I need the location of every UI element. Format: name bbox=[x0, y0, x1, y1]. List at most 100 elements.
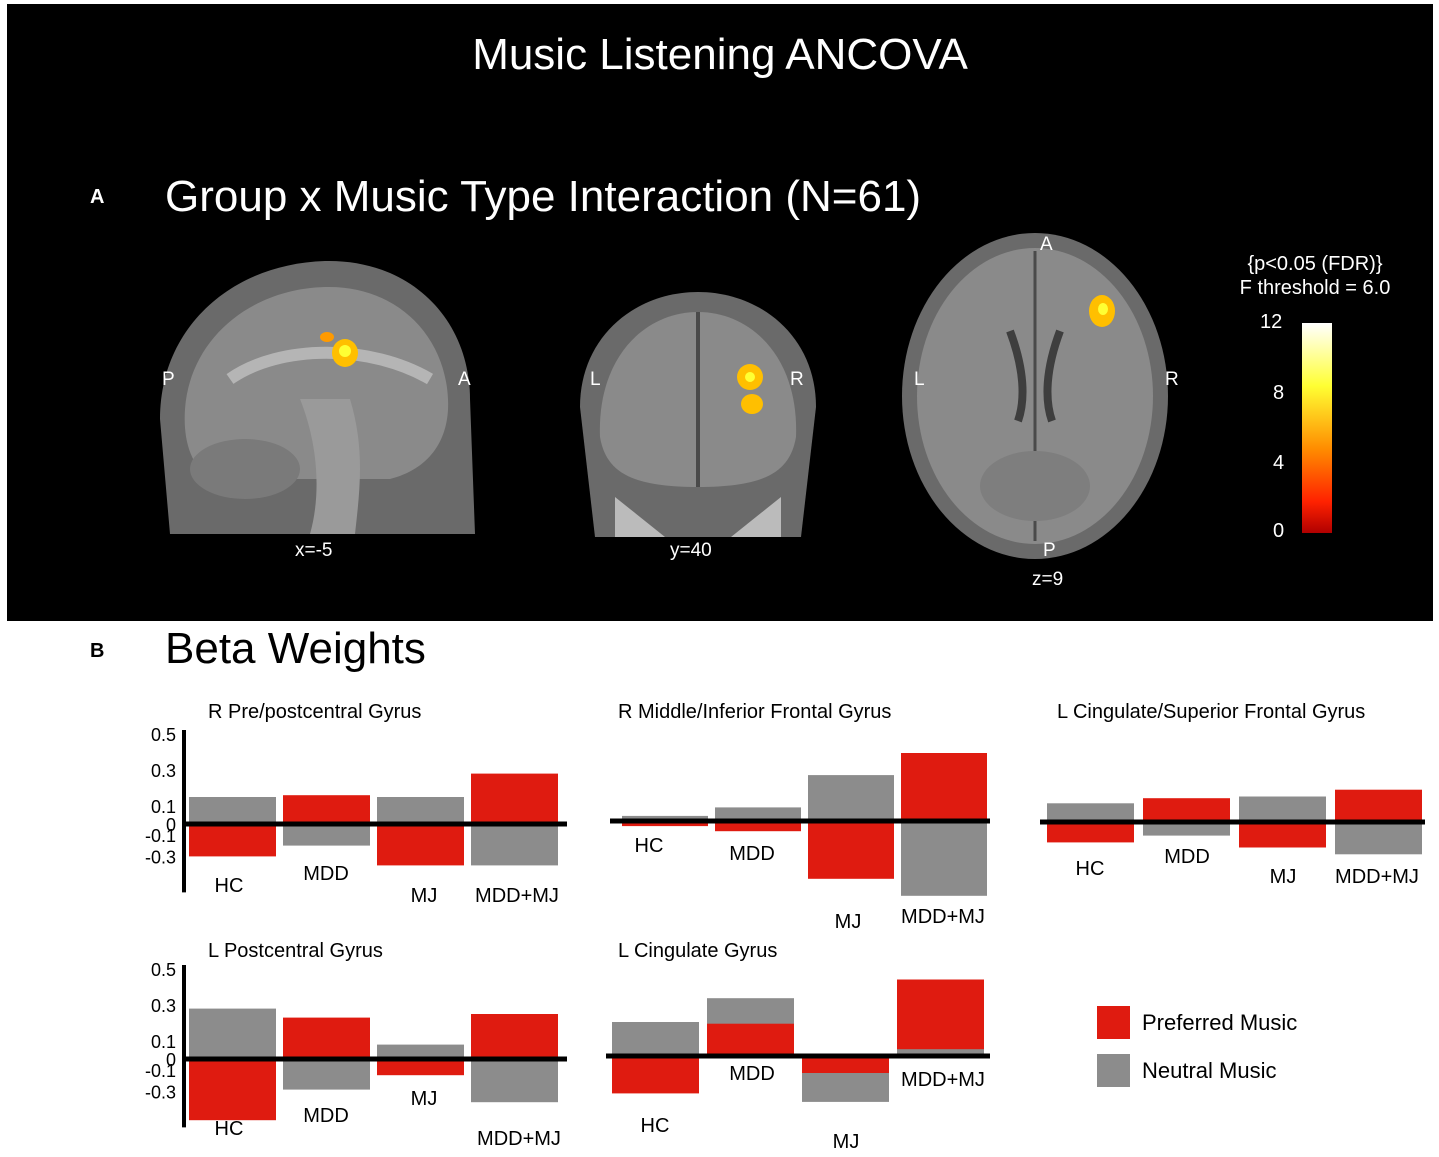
colorbar-caption-line2: F threshold = 6.0 bbox=[1239, 277, 1391, 299]
chart5-preferred-bar-mdd-mj bbox=[897, 979, 984, 1056]
legend-neutral-swatch bbox=[1097, 1054, 1130, 1087]
chart5-neutral-bar-hc bbox=[612, 1022, 699, 1056]
axial-coordinate: z=9 bbox=[1032, 569, 1064, 590]
axial-top-label: A bbox=[1040, 234, 1053, 255]
axial-activation-cluster bbox=[1089, 295, 1115, 327]
chart1-title: R Pre/postcentral Gyrus bbox=[208, 701, 421, 723]
panel-a-letter: A bbox=[90, 186, 105, 208]
chart2-neutral-bar-mj bbox=[808, 775, 894, 821]
coronal-activation-cluster bbox=[737, 364, 763, 414]
chart5-preferred-bar-mdd bbox=[707, 1023, 794, 1056]
panel-a-background: Music Listening ANCOVA A Group x Music T… bbox=[7, 4, 1433, 621]
chart1-preferred-bar-mdd-mj bbox=[471, 773, 558, 824]
chart1-category-label: HC bbox=[215, 875, 244, 897]
chart1-category-label: MDD+MJ bbox=[475, 885, 559, 907]
chart4-category-label: MDD+MJ bbox=[477, 1128, 561, 1150]
axial-right-label: R bbox=[1165, 369, 1179, 390]
colorbar-caption-line1: {p<0.05 (FDR)} bbox=[1247, 253, 1383, 275]
coronal-right-label: R bbox=[790, 369, 804, 390]
colorbar-caption: {p<0.05 (FDR)} F threshold = 6.0 bbox=[1205, 252, 1425, 300]
chart1-preferred-bar-mdd bbox=[283, 795, 370, 824]
chart5-preferred-bar-mj bbox=[802, 1056, 889, 1073]
chart4-ytick-label: -0.3 bbox=[145, 1082, 176, 1102]
axial-left-label: L bbox=[914, 369, 925, 390]
chart5-category-label: MJ bbox=[833, 1131, 860, 1153]
chart1-preferred-bar-mj bbox=[377, 824, 464, 866]
chart4-preferred-bar-hc bbox=[189, 1059, 276, 1121]
chart4-ytick-label: 0.5 bbox=[151, 960, 176, 980]
chart3-preferred-bar-mj bbox=[1239, 822, 1326, 848]
chart3-neutral-bar-mdd-mj bbox=[1335, 822, 1422, 855]
chart4-preferred-bar-mdd-mj bbox=[471, 1014, 558, 1059]
chart3-preferred-bar-mdd bbox=[1143, 798, 1230, 822]
colorbar-tick-12: 12 bbox=[1260, 311, 1283, 333]
sagittal-brain-slice bbox=[160, 260, 475, 534]
chart1-ytick-label: 0.3 bbox=[151, 761, 176, 781]
chart3-title: L Cingulate/Superior Frontal Gyrus bbox=[1057, 701, 1365, 723]
chart3-neutral-bar-mdd bbox=[1143, 822, 1230, 836]
chart1-neutral-bar-mdd-mj bbox=[471, 824, 558, 866]
chart4-neutral-bar-hc bbox=[189, 1008, 276, 1059]
chart4-category-label: MDD bbox=[303, 1105, 349, 1127]
colorbar-tick-8: 8 bbox=[1273, 382, 1285, 404]
chart1-neutral-bar-mj bbox=[377, 797, 464, 824]
chart2-neutral-bar-mdd bbox=[715, 807, 801, 821]
chart3-neutral-bar-mj bbox=[1239, 796, 1326, 822]
chart3-category-label: MDD bbox=[1164, 846, 1210, 868]
chart1-neutral-bar-hc bbox=[189, 797, 276, 824]
chart3-preferred-bar-mdd-mj bbox=[1335, 789, 1422, 822]
axial-bottom-label: P bbox=[1043, 540, 1056, 561]
chart1-preferred-bar-hc bbox=[189, 824, 276, 857]
chart4-ytick-label: 0.3 bbox=[151, 996, 176, 1016]
sagittal-activation-cluster bbox=[320, 332, 358, 367]
legend-neutral-label: Neutral Music bbox=[1142, 1058, 1277, 1083]
chart3-category-label: MDD+MJ bbox=[1335, 866, 1419, 888]
chart2-category-label: MDD+MJ bbox=[901, 906, 985, 928]
chart4-ytick-label: 0.1 bbox=[151, 1032, 176, 1052]
panel-a-title: Group x Music Type Interaction (N=61) bbox=[165, 172, 922, 221]
chart2-category-label: MDD bbox=[729, 843, 775, 865]
chart3-category-label: HC bbox=[1076, 858, 1105, 880]
chart2-neutral-bar-hc bbox=[622, 815, 708, 821]
chart2-preferred-bar-mj bbox=[808, 821, 894, 879]
chart4-title: L Postcentral Gyrus bbox=[208, 940, 383, 962]
chart1-ytick-label: 0.5 bbox=[151, 725, 176, 745]
chart4-category-label: MJ bbox=[411, 1088, 438, 1110]
chart1-category-label: MDD bbox=[303, 863, 349, 885]
coronal-left-label: L bbox=[590, 369, 601, 390]
chart2-neutral-bar-mdd-mj bbox=[901, 821, 987, 896]
figure-title: Music Listening ANCOVA bbox=[472, 30, 968, 79]
legend-preferred-swatch bbox=[1097, 1006, 1130, 1039]
panel-b-letter: B bbox=[90, 640, 105, 662]
colorbar-tick-0: 0 bbox=[1273, 520, 1285, 542]
chart3-preferred-bar-hc bbox=[1047, 822, 1134, 843]
chart2-category-label: HC bbox=[635, 835, 664, 857]
colorbar-tick-4: 4 bbox=[1273, 452, 1285, 474]
chart1-ytick-label: 0 bbox=[166, 815, 176, 835]
chart3-neutral-bar-hc bbox=[1047, 803, 1134, 822]
chart4-neutral-bar-mdd-mj bbox=[471, 1059, 558, 1103]
chart1-ytick-label: -0.3 bbox=[145, 847, 176, 867]
chart5-preferred-bar-hc bbox=[612, 1056, 699, 1094]
sagittal-left-label: P bbox=[162, 369, 175, 390]
chart5-neutral-bar-mdd-mj bbox=[897, 1049, 984, 1056]
chart5-category-label: HC bbox=[641, 1115, 670, 1137]
chart2-preferred-bar-mdd bbox=[715, 821, 801, 832]
chart2-preferred-bar-mdd-mj bbox=[901, 753, 987, 821]
chart4-neutral-bar-mdd bbox=[283, 1059, 370, 1090]
sagittal-coordinate: x=-5 bbox=[295, 540, 333, 561]
chart2-category-label: MJ bbox=[835, 911, 862, 933]
chart4-preferred-bar-mdd bbox=[283, 1017, 370, 1059]
coronal-brain-slice bbox=[580, 292, 816, 537]
chart4-ytick-label: 0 bbox=[166, 1050, 176, 1070]
colorbar-gradient bbox=[1302, 323, 1332, 533]
chart4-ytick-label: -0.1 bbox=[145, 1061, 176, 1081]
panel-b-title: Beta Weights bbox=[165, 624, 426, 673]
chart2-title: R Middle/Inferior Frontal Gyrus bbox=[618, 701, 891, 723]
chart1-neutral-bar-mdd bbox=[283, 824, 370, 846]
chart4-category-label: HC bbox=[215, 1118, 244, 1140]
chart3-category-label: MJ bbox=[1270, 866, 1297, 888]
chart1-ytick-label: -0.1 bbox=[145, 826, 176, 846]
chart5-title: L Cingulate Gyrus bbox=[618, 940, 777, 962]
